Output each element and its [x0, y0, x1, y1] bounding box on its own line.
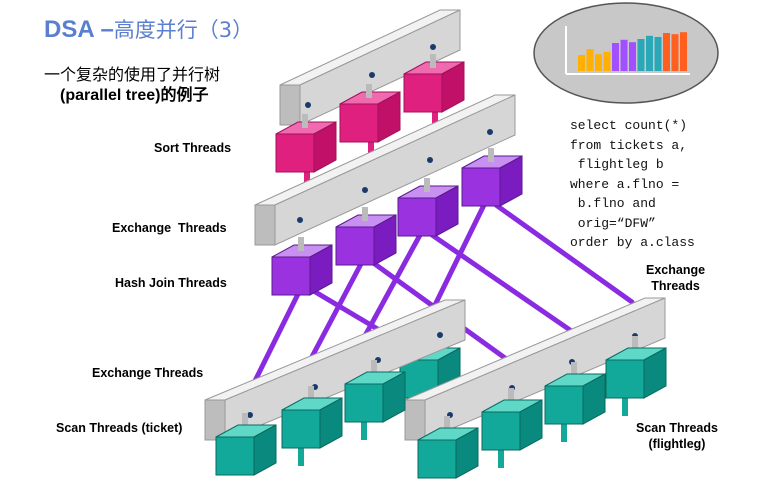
sort-cube: [403, 54, 465, 137]
thumbnail-bar: [663, 33, 670, 71]
thumbnail-bar: [637, 39, 645, 71]
thumbnail-bar: [671, 34, 679, 71]
hash-cube: [335, 207, 397, 266]
label-exchange-threads-right: Exchange Threads: [646, 263, 706, 293]
thumbnail-bar: [586, 49, 594, 71]
scan-cubes-flightleg: [417, 336, 667, 479]
subtitle-line2: (parallel tree)的例子: [60, 87, 209, 104]
label-sort-threads: Sort Threads: [154, 141, 232, 155]
hash-join-cubes: [271, 148, 523, 296]
sql-query: select count(*) from tickets a, flightle…: [570, 118, 695, 250]
thumbnail-bar: [603, 51, 611, 71]
thumbnail-bar: [612, 43, 619, 71]
thumbnail-bar: [578, 55, 585, 71]
label-hash-join-threads: Hash Join Threads: [115, 276, 227, 290]
sort-cube: [275, 114, 337, 197]
exchange-beam-left: [204, 299, 466, 441]
subtitle: 一个复杂的使用了并行树 (parallel tree)的例子: [44, 66, 220, 106]
thumbnail-bar: [629, 42, 636, 71]
hash-cube: [271, 237, 333, 296]
scan-cubes-ticket: [215, 360, 406, 476]
label-exchange-threads-top: Exchange Threads: [112, 221, 227, 235]
thumbnail-bar: [654, 37, 662, 71]
title-rest: 高度并行（3）: [113, 18, 254, 42]
sort-cube: [339, 84, 401, 167]
sort-cubes: [275, 54, 465, 197]
label-scan-threads-ticket: Scan Threads (ticket): [56, 421, 183, 435]
subtitle-line1: 一个复杂的使用了并行树: [44, 67, 221, 84]
exchange-beam: [254, 94, 516, 246]
page-title: DSA –高度并行（3）: [44, 14, 253, 44]
label-exchange-threads-left: Exchange Threads: [92, 366, 204, 380]
title-prefix: DSA –: [44, 16, 114, 43]
label-scan-threads-flightleg: Scan Threads (flightleg): [636, 421, 718, 451]
thumbnail-bar: [595, 54, 602, 71]
exchange-beam-right: [404, 297, 666, 441]
thumbnail-bar: [680, 32, 687, 71]
thumbnail-chart: [533, 2, 719, 104]
hash-cube: [397, 178, 459, 237]
thumbnail-bar: [620, 39, 628, 71]
top-beam: [279, 9, 461, 126]
thumbnail-bar: [646, 35, 653, 71]
hash-cube: [461, 148, 523, 207]
